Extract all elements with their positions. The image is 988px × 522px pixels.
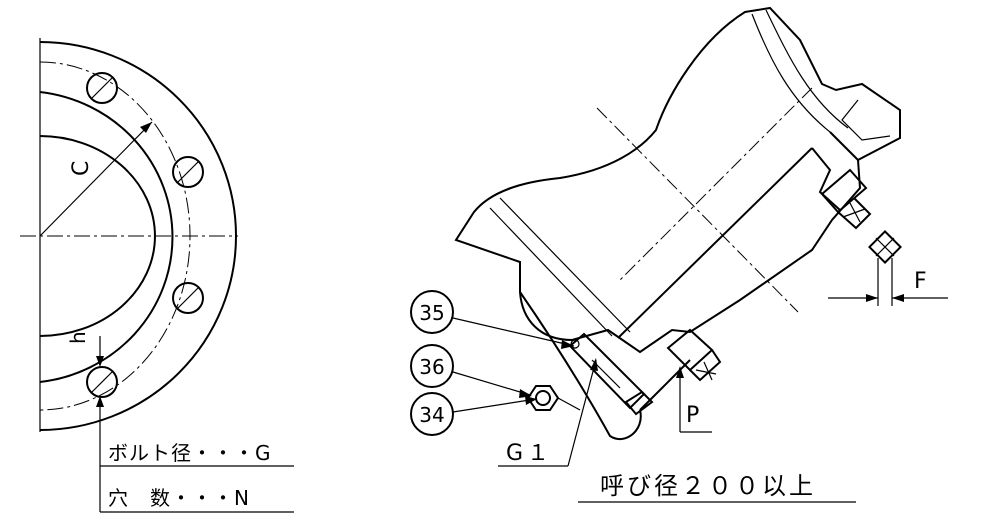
g1-callout: G１ [498, 358, 598, 467]
valve-body-outline [454, 6, 901, 354]
hole-dimension: h [66, 331, 104, 410]
square-plug-symbol [868, 230, 902, 264]
upper-drain-bolt [820, 168, 872, 230]
bolt-hole [172, 156, 204, 188]
pcd-dimension: C [39, 121, 153, 237]
hex-nut [526, 385, 581, 411]
body-cross-centerline [619, 87, 813, 281]
bolt-hole [86, 366, 118, 398]
valve-body-view: F P [410, 6, 948, 503]
barrel-step [829, 131, 859, 161]
hole-count-note: 穴 数・・・N [108, 486, 250, 510]
body-joint-line [617, 147, 813, 339]
barrel-edge [751, 13, 831, 133]
dim-g1-label: G１ [506, 441, 553, 466]
balloon-34-label: 34 [419, 403, 444, 427]
balloon-35-label: 35 [419, 301, 444, 325]
balloon-36-label: 36 [419, 355, 444, 379]
p-dimension: P [676, 366, 712, 433]
bolt-hole [86, 72, 118, 104]
balloon-34: 34 [410, 392, 537, 436]
gasket-face-arc [39, 91, 174, 383]
balloon-36: 36 [410, 344, 532, 398]
dim-p-label: P [686, 403, 699, 428]
f-dimension: F [828, 258, 948, 306]
body-centerline [596, 107, 799, 313]
bolt-circle [39, 61, 191, 411]
note-table: ボルト径・・・G 穴 数・・・N [99, 410, 294, 513]
dim-c-label: C [69, 161, 94, 176]
caption-text: 呼び径２００以上 [600, 472, 816, 500]
dim-f-label: F [914, 269, 927, 294]
body-right-edge [811, 147, 841, 211]
cone-line [489, 207, 613, 337]
barrel-edge [765, 9, 849, 129]
lower-drain-bolt [666, 328, 722, 382]
lower-lug [519, 291, 642, 441]
bolt-hole [172, 282, 204, 314]
upper-boss [841, 99, 891, 141]
flange-outer-arc [39, 41, 237, 431]
bore-arc [39, 135, 156, 337]
flange-view: C h ボルト径・・・G 穴 数・・・N [20, 38, 294, 513]
dim-h-label: h [66, 331, 90, 344]
lug-bolt-assembly [568, 332, 654, 416]
cone-line [499, 197, 631, 333]
bolt-size-note: ボルト径・・・G [108, 441, 272, 465]
caption: 呼び径２００以上 [578, 472, 856, 503]
lower-lug-edge [639, 359, 691, 411]
balloon-35: 35 [410, 290, 575, 349]
